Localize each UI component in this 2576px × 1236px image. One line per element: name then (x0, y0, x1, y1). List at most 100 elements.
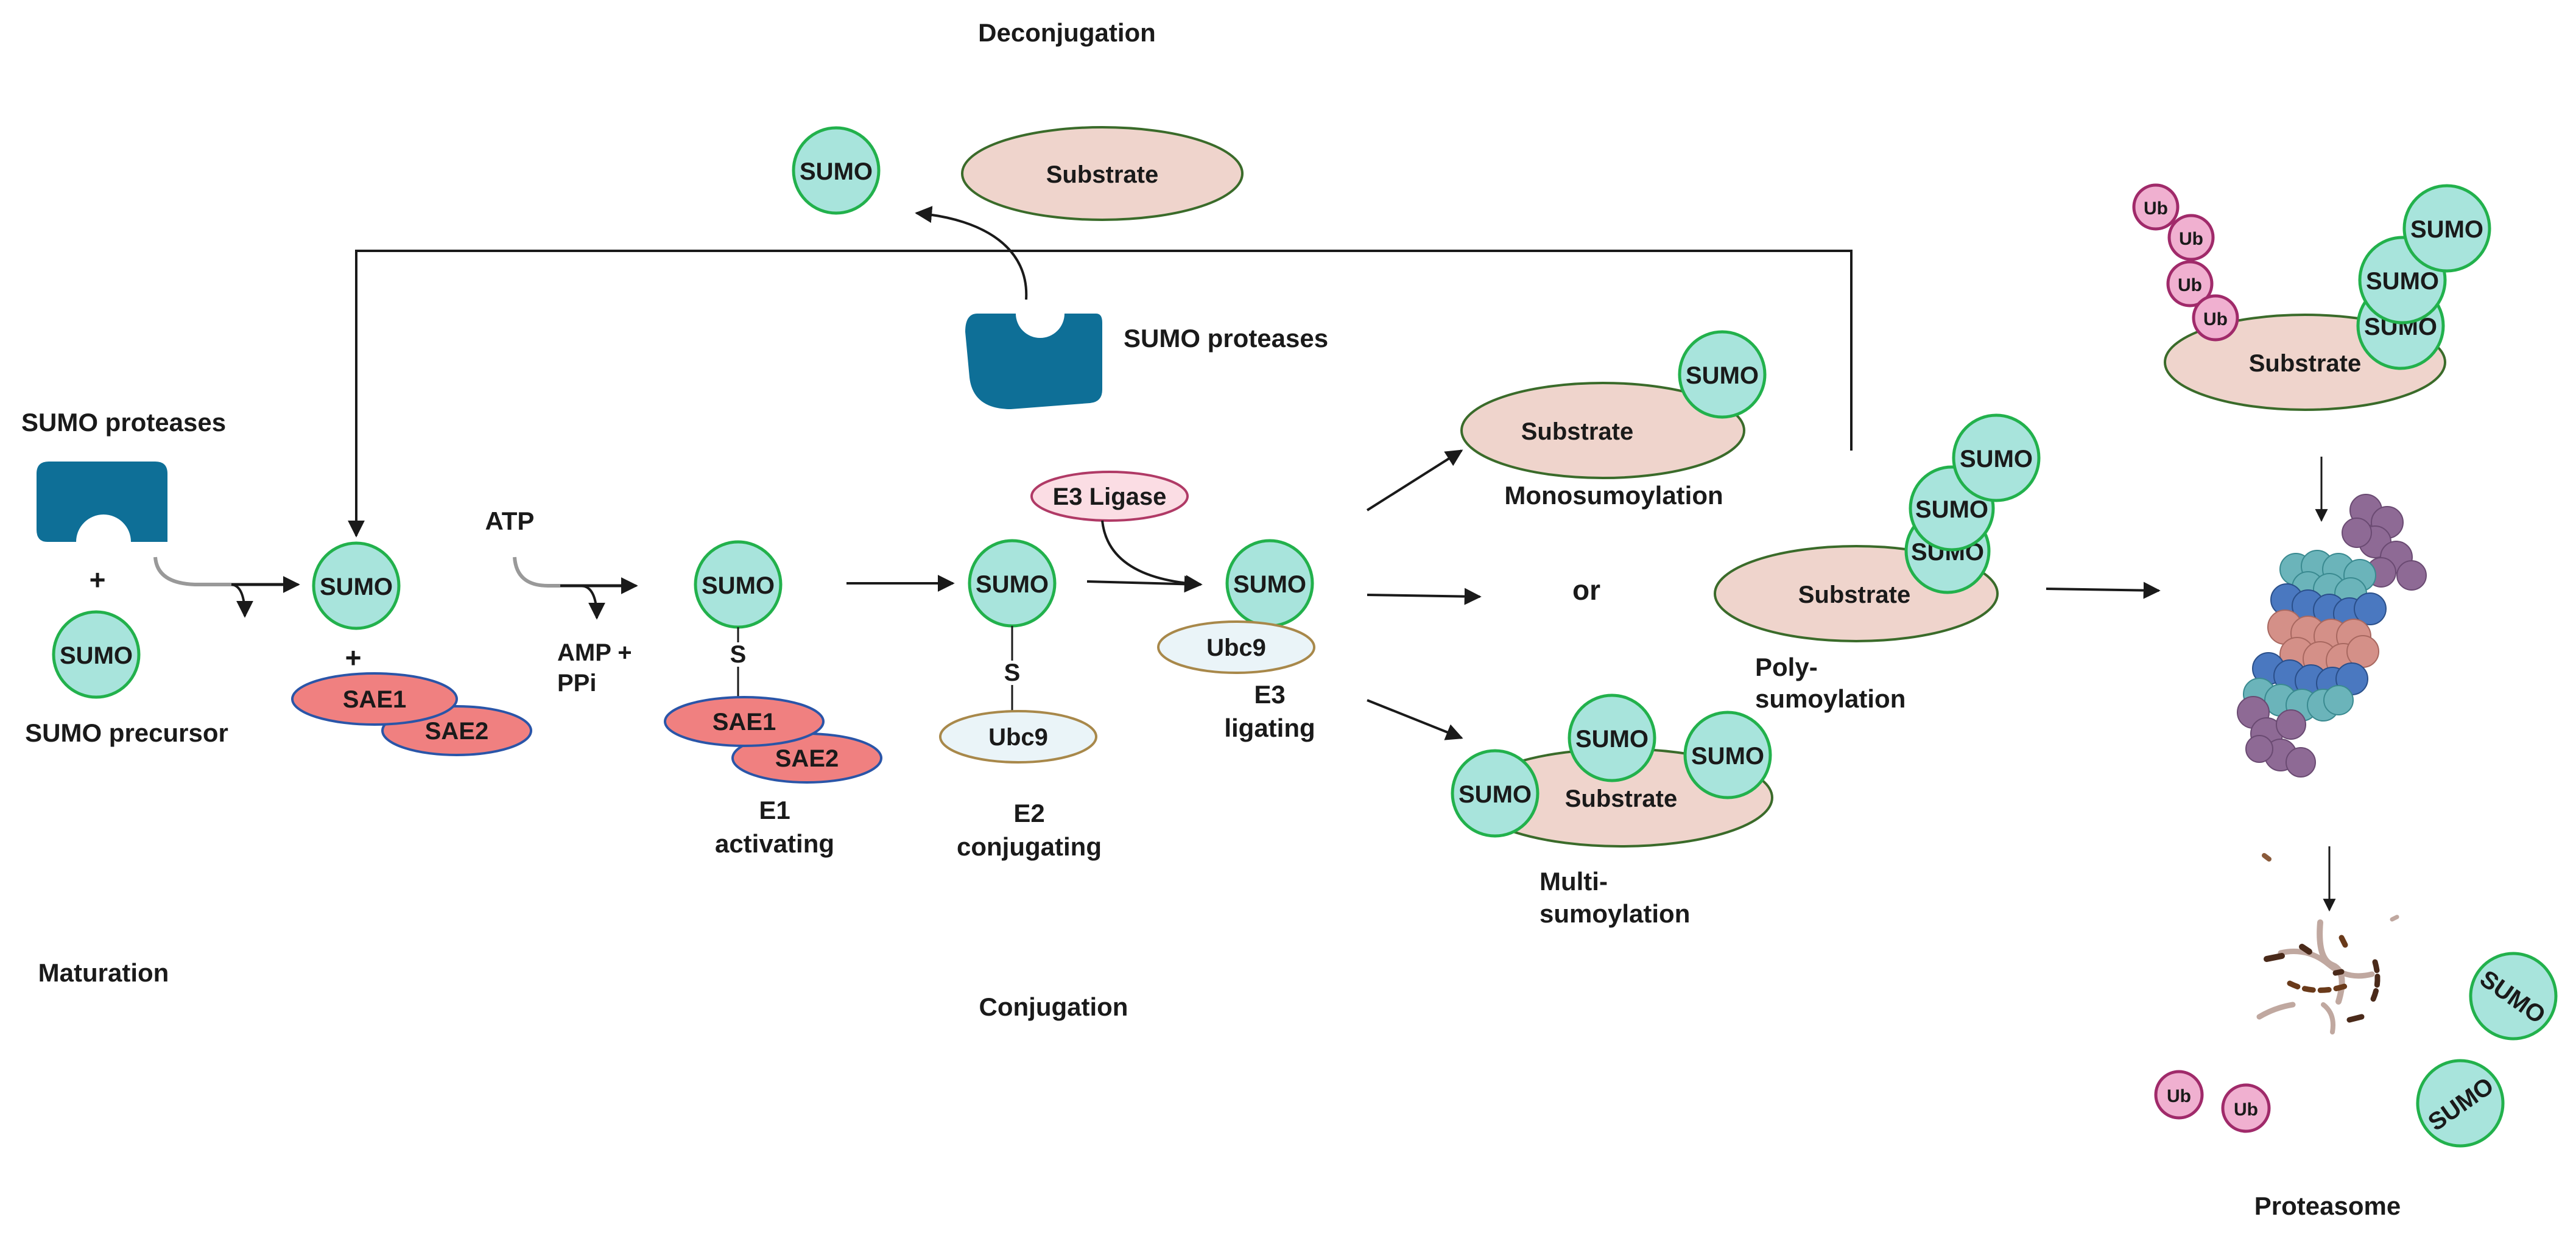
mature-sumo: SUMO (312, 541, 401, 630)
svg-text:Ub: Ub (2178, 275, 2202, 295)
sumo-precursor-label: SUMO precursor (25, 718, 228, 747)
amp-label-line2: PPi (557, 670, 596, 697)
deconjugation-loop-arrow (348, 250, 1853, 538)
svg-text:SUMO: SUMO (1915, 496, 1988, 523)
multi-label-line2: sumoylation (1540, 899, 1690, 928)
proteasome-icon (2237, 494, 2427, 778)
svg-text:SAE1: SAE1 (713, 709, 776, 736)
svg-text:SUMO: SUMO (60, 642, 133, 669)
ub-chain-4: Ub (2192, 294, 2239, 342)
amp-byproduct-arrow (581, 585, 605, 620)
svg-text:Substrate: Substrate (1521, 418, 1634, 445)
branch-arrow-poly (1367, 588, 1482, 605)
svg-text:Ub: Ub (2179, 229, 2203, 249)
branch-arrow-mono (1366, 449, 1463, 511)
ub-chain-3: Ub (2166, 260, 2214, 307)
conjugation-title: Conjugation (979, 992, 1128, 1021)
multi-sumo-right: SUMO (1683, 711, 1772, 799)
free-sumo-top: SUMO (792, 126, 881, 215)
released-sumo-1: SUMO (2469, 952, 2558, 1041)
branch-arrow-multi (1367, 699, 1463, 740)
e3-label-line2: ligating (1224, 714, 1315, 742)
e1-thioester-label: S (730, 641, 747, 668)
sumo-proteases-left-label: SUMO proteases (21, 408, 226, 437)
proteasome-label: Proteasome (2254, 1192, 2401, 1220)
svg-text:Substrate: Substrate (1798, 581, 1911, 608)
amp-label-line1: AMP + (557, 639, 632, 666)
sumo-precursor: SUMO (52, 610, 141, 699)
svg-text:SUMO: SUMO (1459, 781, 1532, 808)
svg-text:SAE1: SAE1 (343, 686, 407, 713)
sumo-protease-left-icon (37, 462, 167, 542)
svg-text:Substrate: Substrate (1565, 785, 1678, 812)
deconjugation-title: Deconjugation (978, 18, 1156, 47)
atp-label: ATP (485, 507, 535, 535)
e2-to-e3-arrow (1086, 575, 1202, 593)
svg-text:Ubc9: Ubc9 (1206, 634, 1266, 661)
svg-text:SUMO: SUMO (1575, 726, 1649, 753)
e3-ubc9: Ubc9 (1157, 620, 1315, 674)
svg-text:SAE2: SAE2 (775, 745, 839, 772)
svg-text:SUMO: SUMO (800, 158, 873, 185)
svg-text:SAE2: SAE2 (425, 718, 489, 745)
sae1-free: SAE1 (291, 672, 458, 726)
free-substrate-top: Substrate (961, 126, 1244, 221)
e2-label-line1: E2 (1013, 799, 1044, 827)
monosumoylation-label: Monosumoylation (1504, 481, 1723, 510)
ub-chain-1: Ub (2132, 183, 2180, 231)
svg-text:SUMO: SUMO (1686, 362, 1759, 389)
ub-chain-2: Ub (2167, 214, 2215, 261)
released-sumo-2: SUMO (2416, 1059, 2505, 1148)
e3-ligase-arrow (1101, 520, 1203, 592)
released-ub-2: Ub (2221, 1083, 2271, 1133)
e1-label-line1: E1 (759, 796, 790, 824)
e2-thioester-label: S (1004, 659, 1021, 686)
released-ub-1: Ub (2154, 1070, 2204, 1120)
svg-text:Ub: Ub (2234, 1100, 2258, 1120)
e2-label-line2: conjugating (957, 832, 1102, 861)
poly-sumo-3: SUMO (1952, 413, 2041, 502)
e2-ubc9: Ubc9 (939, 710, 1097, 764)
or-label: or (1572, 574, 1600, 606)
svg-text:Substrate: Substrate (1046, 161, 1159, 188)
poly-label-line2: sumoylation (1755, 684, 1906, 713)
sumo-proteases-top-label: SUMO proteases (1124, 324, 1328, 353)
svg-text:Ub: Ub (2144, 198, 2168, 219)
svg-text:SUMO: SUMO (702, 572, 775, 599)
svg-text:SUMO: SUMO (2410, 216, 2483, 243)
peptide-fragments-icon (2256, 853, 2399, 1034)
sumo-protease-top-icon (965, 314, 1102, 409)
maturation-arrow (153, 557, 292, 586)
mono-sumo: SUMO (1678, 330, 1767, 419)
maturation-plus: + (90, 564, 106, 595)
svg-text:SUMO: SUMO (2366, 268, 2439, 295)
multi-label-line1: Multi- (1540, 867, 1608, 896)
activation-plus: + (345, 642, 362, 673)
mono-substrate: Substrate (1460, 382, 1745, 479)
maturation-title: Maturation (38, 958, 169, 987)
svg-text:Substrate: Substrate (2249, 350, 2362, 377)
multi-sumo-left: SUMO (1451, 749, 1540, 838)
ub-substrate-sumo-3: SUMO (2402, 184, 2491, 273)
svg-text:E3 Ligase: E3 Ligase (1053, 483, 1167, 510)
svg-text:Ubc9: Ubc9 (988, 724, 1048, 751)
atp-arrow (513, 557, 633, 588)
to-proteasome-arrow (2046, 581, 2161, 599)
svg-text:SUMO: SUMO (1691, 743, 1764, 770)
maturation-byproduct-arrow (231, 583, 253, 618)
poly-label-line1: Poly- (1755, 653, 1818, 681)
e2-sumo: SUMO (968, 539, 1057, 628)
svg-text:SUMO: SUMO (1233, 571, 1306, 598)
svg-text:Ub: Ub (2167, 1086, 2191, 1106)
multi-sumo-center: SUMO (1568, 693, 1656, 782)
e3-ligase: E3 Ligase (1030, 471, 1189, 522)
e3-label-line1: E3 (1254, 680, 1285, 709)
svg-text:SUMO: SUMO (976, 571, 1049, 598)
e1-sumo: SUMO (694, 540, 783, 629)
protease-release-arrow (915, 206, 1028, 300)
e1-label-line2: activating (715, 829, 834, 858)
e1-sae1: SAE1 (664, 696, 825, 747)
svg-text:SUMO: SUMO (320, 574, 393, 600)
svg-text:Ub: Ub (2203, 309, 2228, 329)
